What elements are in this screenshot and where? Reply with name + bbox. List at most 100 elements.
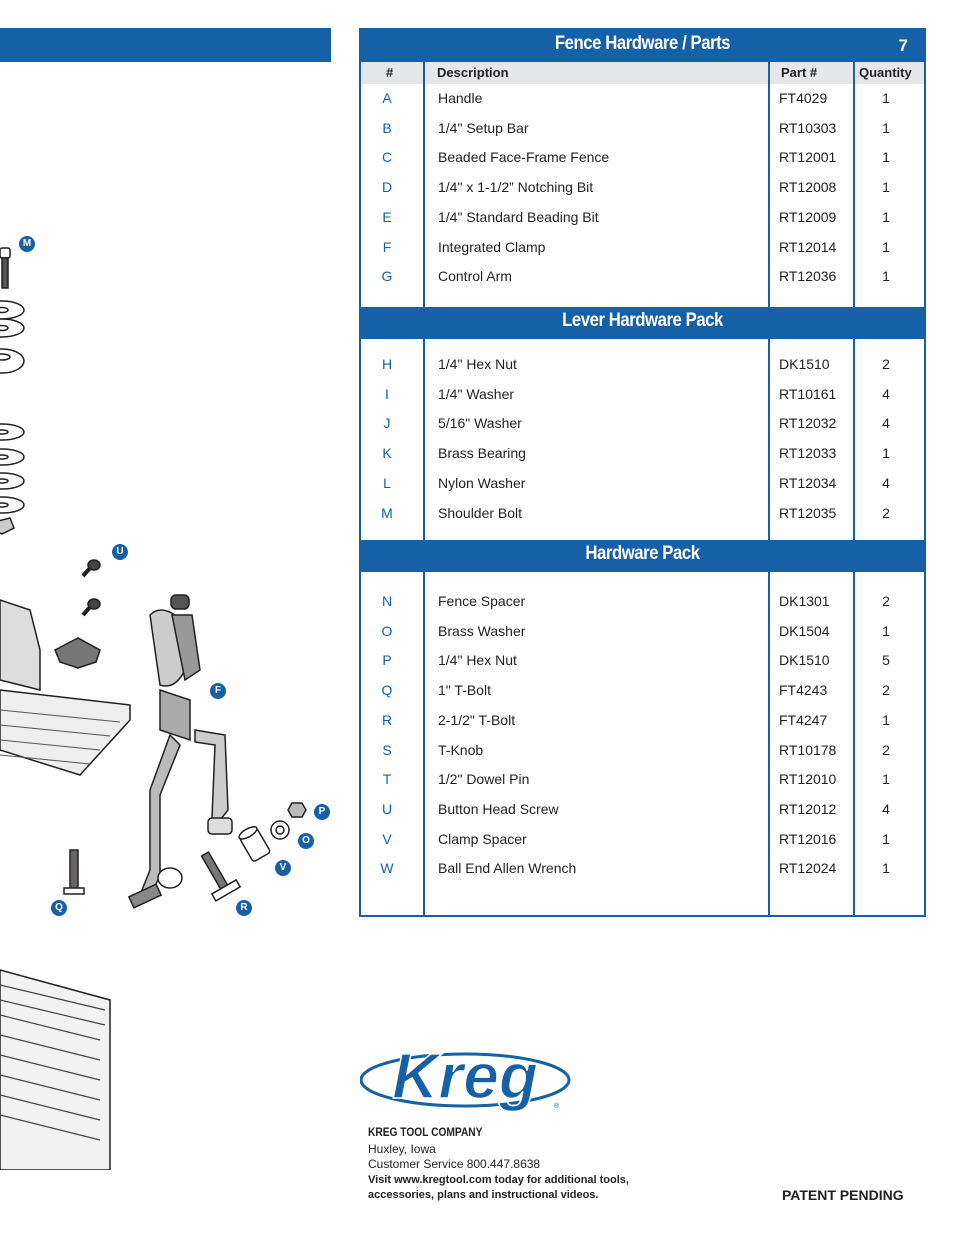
part-number: RT12034 [779,474,837,491]
column-header-part: Part # [781,65,818,80]
divider [768,62,770,307]
part-number: RT10178 [779,741,837,758]
part-letter: I [385,385,389,402]
part-letter: W [380,860,394,877]
part-number: RT12035 [779,504,837,521]
part-description: Ball End Allen Wrench [438,860,577,877]
part-letter: C [381,149,393,166]
table-row: F Integrated Clamp RT12014 1 [361,239,924,259]
part-number: RT10161 [779,385,837,402]
part-quantity: 1 [882,268,890,285]
table-row: A Handle FT4029 1 [361,90,924,110]
callout-q: Q [51,900,67,916]
table-row: H 1/4" Hex Nut DK1510 2 [361,356,924,376]
callout-u: U [112,544,128,560]
part-description: Shoulder Bolt [438,504,523,521]
part-description: Brass Washer [438,622,526,639]
part-quantity: 1 [882,860,890,877]
part-quantity: 1 [882,149,890,166]
part-description: 1/4" Hex Nut [438,356,517,372]
part-quantity: 1 [882,90,890,106]
divider [423,62,425,307]
part-letter: J [383,415,391,432]
divider [768,572,770,917]
part-letter: R [381,711,393,728]
part-quantity: 1 [882,238,890,255]
visit-line-2: accessories, plans and instructional vid… [368,1189,599,1201]
part-number: RT12032 [779,415,837,432]
logo-text: Kreg [392,1040,538,1112]
section-header-hardware-pack: Hardware Pack [361,540,924,572]
part-number: DK1510 [779,356,830,372]
part-quantity: 1 [882,830,890,847]
part-quantity: 2 [882,593,890,609]
part-description: Nylon Washer [438,474,526,491]
part-letter: A [382,90,392,106]
part-description: 1" T-Bolt [438,682,491,699]
column-header-row: # Description Part # Quantity [361,62,924,84]
part-description: Button Head Screw [438,800,559,817]
visit-line-1: Visit www.kregtool.com today for additio… [368,1174,629,1186]
column-header-num: # [386,65,394,80]
part-description: Handle [438,90,483,106]
part-letter: L [383,474,391,491]
callout-m: M [19,236,35,252]
part-number: RT12014 [779,238,837,255]
exploded-parts-diagram [0,247,307,1170]
part-number: RT12016 [779,830,837,847]
part-quantity: 1 [882,208,890,225]
part-description: Integrated Clamp [438,238,546,255]
section-title: Lever Hardware Pack [562,310,723,331]
callout-f: F [210,683,226,699]
table-row: L Nylon Washer RT12034 4 [361,475,924,495]
part-quantity: 2 [882,741,890,758]
part-number: RT12010 [779,771,837,788]
callout-v: V [275,860,291,876]
part-quantity: 1 [882,771,890,788]
part-number: RT12008 [779,179,837,196]
part-number: FT4029 [779,90,828,106]
divider [423,339,425,540]
part-quantity: 1 [882,119,890,136]
divider [768,339,770,540]
page-number: 7 [898,36,908,55]
part-number: RT12024 [779,860,837,877]
part-quantity: 1 [882,179,890,196]
part-number: DK1301 [779,593,830,609]
part-description: 1/4" Setup Bar [438,119,529,136]
section-header-fence-hardware: Fence Hardware / Parts 7 [361,30,924,62]
part-letter: D [381,179,393,196]
divider [423,572,425,917]
part-letter: E [382,208,392,225]
part-number: RT12036 [779,268,837,285]
part-letter: H [381,356,393,372]
part-letter: F [382,238,392,255]
part-quantity: 2 [882,682,890,699]
column-header-quantity: Quantity [859,65,912,80]
part-letter: P [382,652,392,669]
part-quantity: 2 [882,356,890,372]
callout-o: O [298,833,314,849]
part-number: FT4247 [779,711,828,728]
part-letter: T [382,771,392,788]
callout-p: P [314,804,330,820]
part-letter: V [382,830,392,847]
part-quantity: 1 [882,711,890,728]
part-quantity: 4 [882,385,890,402]
part-number: RT12009 [779,208,837,225]
part-description: 1/4" x 1-1/2” Notching Bit [438,179,594,196]
divider [853,339,855,540]
kreg-logo: Kreg ® [360,1040,571,1113]
part-quantity: 4 [882,474,890,491]
part-letter: S [382,741,392,758]
parts-table: Fence Hardware / Parts 7 # Description P… [359,28,926,917]
